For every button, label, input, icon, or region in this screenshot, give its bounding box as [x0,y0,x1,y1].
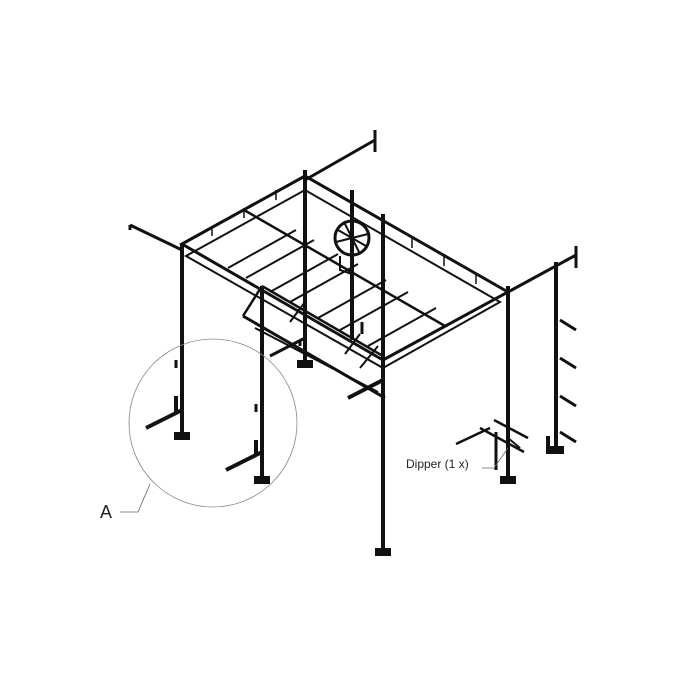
detail-a-callout: A [100,338,298,522]
detail-label: A [100,502,112,522]
peg-board [559,318,577,444]
dipper-leader-line [482,447,509,469]
dipper-callout: Dipper (1 x) [406,447,509,471]
uprights [174,170,564,556]
dipper-label: Dipper (1 x) [406,457,469,471]
outrigger-beams [128,130,578,294]
wheel-attachment [333,219,371,275]
detail-circle [128,338,298,508]
front-pullup-frame [241,284,386,400]
detail-leader-line [120,483,151,513]
j-hooks [145,322,384,472]
dipper-attachment [455,418,529,470]
